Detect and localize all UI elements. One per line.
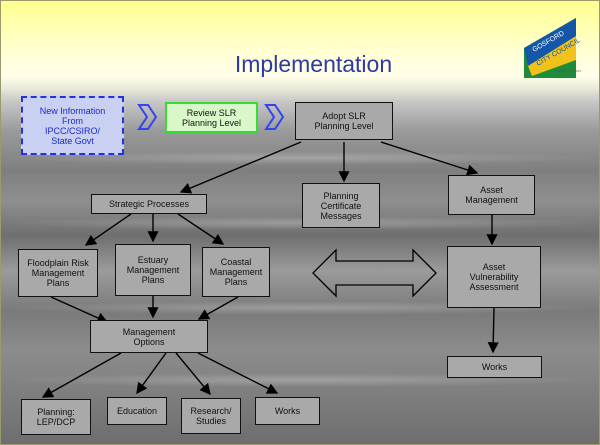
new-information-box: New Information From IPCC/CSIRO/ State G…: [21, 96, 124, 155]
arrow-strategic-to-floodplain: [84, 213, 132, 246]
coastal-plans-box: Coastal Management Plans: [202, 247, 270, 297]
logo-gold-band: [528, 36, 576, 76]
arrow-options-to-education: [136, 352, 167, 395]
works-box-bottom: Works: [255, 397, 320, 425]
asset-vulnerability-box: Asset Vulnerability Assessment: [447, 246, 541, 308]
estuary-plans-box: Estuary Management Plans: [115, 244, 191, 296]
research-studies-box: Research/ Studies: [181, 398, 241, 434]
arrow-strategic-to-coastal: [177, 213, 225, 245]
review-slr-box: Review SLR Planning Level: [165, 102, 258, 133]
management-options-box: Management Options: [90, 320, 208, 353]
arrow-vulnerability-to-works: [487, 307, 499, 354]
chevron-right-icon: [264, 104, 285, 130]
strategic-processes-box: Strategic Processes: [91, 194, 207, 214]
arrow-options-to-planning: [41, 352, 122, 398]
arrow-adopt-to-asset: [380, 141, 479, 176]
arrow-floodplain-to-options: [50, 296, 109, 324]
logo-blue-band: [524, 18, 576, 66]
chevron-right-icon: [137, 104, 158, 130]
adopt-slr-box: Adopt SLR Planning Level: [295, 102, 393, 140]
arrow-adopt-to-strategic: [179, 141, 302, 194]
works-box-right: Works: [447, 356, 542, 378]
slide-title: Implementation: [234, 51, 393, 77]
planning-lep-dcp-box: Planning: LEP/DCP: [21, 399, 91, 435]
floodplain-plans-box: Floodplain Risk Management Plans: [18, 249, 98, 297]
planning-certificate-box: Planning Certificate Messages: [302, 183, 380, 228]
logo-text-central-coast: CENTRAL COAST: [556, 69, 581, 73]
arrow-coastal-to-options: [197, 296, 239, 320]
council-logo: GOSFORD CITY COUNCIL CENTRAL COAST: [524, 18, 582, 78]
double-arrow-icon: [312, 248, 437, 298]
asset-management-box: Asset Management: [448, 175, 535, 215]
wave-band: [1, 151, 599, 165]
education-box: Education: [107, 397, 167, 425]
arrow-options-to-research: [175, 352, 211, 396]
arrow-options-to-works: [197, 352, 279, 394]
wave-band: [1, 216, 599, 230]
